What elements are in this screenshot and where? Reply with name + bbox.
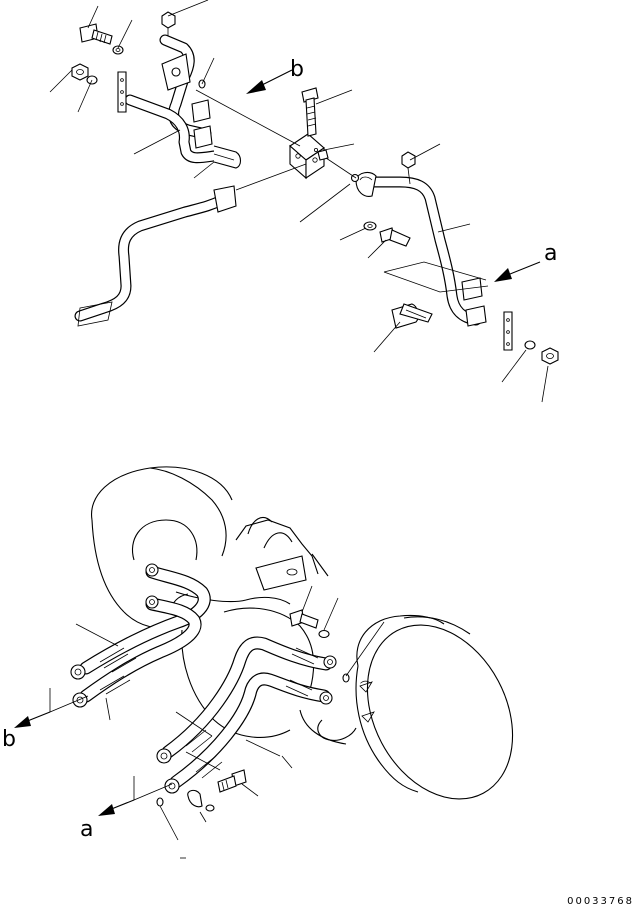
arrow-b-bottom (14, 688, 89, 728)
bolt-top-left (79, 23, 113, 45)
washer-right (524, 340, 536, 350)
strap-right (503, 311, 513, 351)
nut-right-tube (401, 151, 416, 185)
view-label-b-top: b (290, 57, 304, 82)
hub-bolt (289, 609, 319, 629)
nut-top (161, 11, 176, 36)
arrow-a-top (494, 261, 541, 282)
strap-left (117, 71, 127, 113)
axle-assembly: ⌒ (70, 466, 514, 812)
brake-hoses (70, 563, 337, 794)
nut-left (71, 63, 89, 81)
washer-top-left (112, 45, 124, 55)
block-bolt (301, 87, 319, 137)
bolt-mid (379, 227, 411, 247)
assembly-line-1 (195, 89, 301, 147)
drawing-number: 00033768 (567, 896, 634, 907)
left-tube (74, 185, 237, 327)
upper-left-tubes (124, 34, 242, 169)
assembly-line-3 (325, 157, 357, 179)
arrow-b-top (246, 69, 293, 94)
washer-mid (363, 221, 377, 231)
distribution-block (289, 133, 329, 180)
hub-washer (318, 629, 330, 639)
view-label-a-bottom: a (80, 817, 93, 842)
bottom-leader-lines (75, 585, 385, 859)
right-wheel: ⌒ (355, 614, 514, 800)
upper-tube-assembly (71, 11, 559, 365)
hub-mark-1: ⌒ (360, 680, 371, 693)
nut-right (541, 347, 559, 365)
bottom-clamp (187, 789, 203, 808)
right-tube (355, 171, 489, 329)
top-leader-lines (49, 0, 549, 403)
arrow-a-bottom (98, 776, 173, 816)
bottom-o-ring (156, 797, 164, 807)
view-label-a-top: a (544, 241, 557, 266)
bottom-washer (205, 804, 215, 812)
axle-mount-plate (255, 555, 307, 591)
hub-o-ring (342, 673, 350, 683)
assembly-line-2 (235, 163, 307, 191)
bottom-bolt (217, 769, 247, 793)
view-label-b-bottom: b (2, 727, 16, 752)
